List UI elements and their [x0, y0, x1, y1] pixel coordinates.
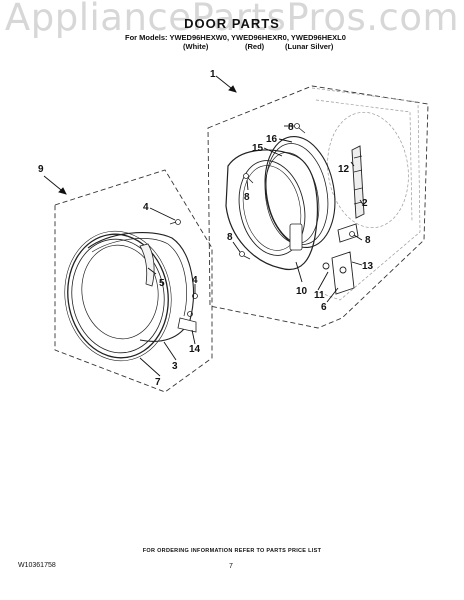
door-hinge	[351, 145, 365, 219]
callout-15: 15	[252, 143, 264, 154]
color-red-label: (Red)	[245, 42, 265, 51]
document-part-number: W10361758	[18, 562, 56, 569]
callout-2: 2	[362, 198, 368, 209]
page-title: DOOR PARTS	[184, 16, 280, 31]
door-outer-panel	[64, 230, 172, 362]
color-silver-label: (Lunar Silver)	[285, 42, 334, 51]
cabinet-front-ghost	[311, 87, 421, 301]
callout-6: 6	[321, 302, 327, 313]
callout-8-mid: 8	[244, 192, 250, 203]
callout-14: 14	[189, 344, 201, 355]
callout-9: 9	[38, 164, 44, 175]
callout-3: 3	[172, 361, 178, 372]
door-inner-frame	[87, 232, 197, 342]
ordering-instruction: FOR ORDERING INFORMATION REFER TO PARTS …	[142, 548, 322, 554]
callout-4-right: 4	[192, 275, 198, 286]
callout-8-left: 8	[227, 232, 233, 243]
page-number: 7	[229, 563, 233, 570]
callout-12: 12	[338, 164, 350, 175]
callout-8-top: 8	[288, 122, 294, 133]
door-latch-parts	[322, 223, 359, 295]
callout-11: 11	[314, 290, 325, 301]
leader-lines	[43, 75, 365, 377]
color-white-label: (White)	[183, 42, 209, 51]
callout-13: 13	[362, 261, 374, 272]
callout-10: 10	[296, 286, 308, 297]
callout-8-right: 8	[365, 235, 371, 246]
callout-7: 7	[155, 377, 161, 388]
callout-16: 16	[266, 134, 278, 145]
callout-5: 5	[159, 278, 165, 289]
right-assembly-boundary	[207, 85, 429, 329]
left-assembly-boundary	[54, 169, 213, 393]
callout-4-top: 4	[143, 202, 149, 213]
model-list: For Models: YWED96HEXW0, YWED96HEXR0, YW…	[125, 33, 346, 42]
screws	[169, 123, 355, 317]
door-frame	[225, 149, 318, 270]
callout-1: 1	[210, 69, 216, 80]
